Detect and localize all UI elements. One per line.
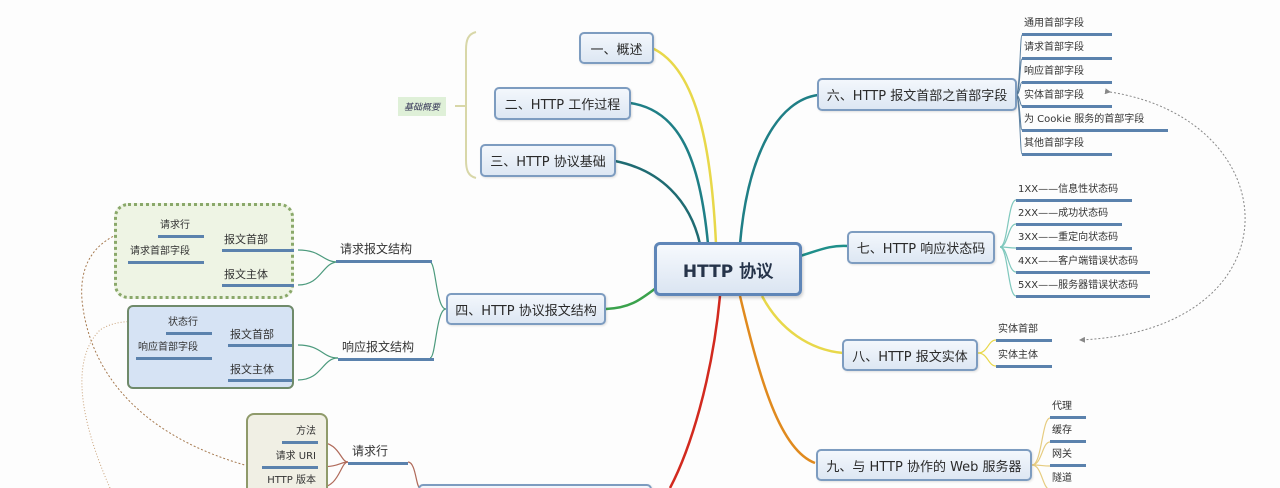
topic-message-structure[interactable]: 四、HTTP 协议报文结构 (446, 293, 606, 325)
leaf-gateway[interactable]: 网关 (1050, 448, 1086, 467)
leaf-label: 报文主体 (224, 268, 268, 281)
leaf-status-3xx[interactable]: 3XX——重定向状态码 (1016, 231, 1132, 250)
leaf-label: 请求首部字段 (1024, 42, 1084, 53)
label-text: 响应报文结构 (342, 340, 415, 354)
leaf-label: 4XX——客户端错误状态码 (1018, 256, 1139, 267)
leaf-label: 请求首部字段 (130, 246, 190, 257)
leaf-status-2xx[interactable]: 2XX——成功状态码 (1016, 207, 1122, 226)
topic-web-servers-label: 九、与 HTTP 协作的 Web 服务器 (826, 459, 1022, 475)
leaf-http-version[interactable]: HTTP 版本 (256, 474, 318, 488)
response-message-header[interactable]: 报文首部 (228, 328, 292, 347)
leaf-label: 2XX——成功状态码 (1018, 208, 1109, 219)
topic-message-entity[interactable]: 八、HTTP 报文实体 (842, 339, 978, 371)
leaf-entity-body-part[interactable]: 实体主体 (996, 349, 1052, 368)
leaf-entity-header-part[interactable]: 实体首部 (996, 323, 1052, 342)
leaf-label: 状态行 (168, 317, 198, 328)
leaf-method[interactable]: 方法 (282, 425, 318, 444)
topic-overview[interactable]: 一、概述 (579, 32, 654, 64)
leaf-label: 1XX——信息性状态码 (1018, 184, 1119, 195)
label-text: 请求行 (352, 444, 389, 458)
leaf-label: 报文首部 (230, 328, 274, 341)
leaf-label: 通用首部字段 (1024, 18, 1084, 29)
leaf-label: 网关 (1052, 449, 1072, 460)
topic-overview-label: 一、概述 (590, 42, 643, 58)
request-header-fields-part[interactable]: 请求首部字段 (128, 245, 204, 264)
request-message-header[interactable]: 报文首部 (222, 233, 294, 252)
leaf-label: 3XX——重定向状态码 (1018, 232, 1119, 243)
leaf-cache[interactable]: 缓存 (1050, 424, 1086, 443)
topic-status-codes[interactable]: 七、HTTP 响应状态码 (847, 231, 995, 264)
topic-protocol-basics-label: 三、HTTP 协议基础 (490, 155, 606, 170)
leaf-cookie-header[interactable]: 为 Cookie 服务的首部字段 (1022, 113, 1168, 132)
request-header-boundary (114, 203, 294, 299)
leaf-response-header[interactable]: 响应首部字段 (1022, 65, 1112, 84)
leaf-label: 实体首部 (998, 324, 1038, 335)
leaf-tunnel[interactable]: 隧道 (1050, 472, 1086, 488)
leaf-general-header[interactable]: 通用首部字段 (1022, 17, 1112, 36)
response-message-body[interactable]: 报文主体 (228, 363, 292, 382)
label-text: 请求报文结构 (340, 242, 413, 256)
leaf-label: 实体首部字段 (1024, 90, 1084, 101)
leaf-status-5xx[interactable]: 5XX——服务器错误状态码 (1016, 279, 1150, 298)
leaf-status-4xx[interactable]: 4XX——客户端错误状态码 (1016, 255, 1150, 274)
leaf-label: 请求 URI (275, 451, 316, 462)
request-line-label[interactable]: 请求行 (348, 442, 408, 465)
topic-header-fields-label: 六、HTTP 报文首部之首部字段 (826, 89, 1008, 104)
leaf-other-header[interactable]: 其他首部字段 (1022, 137, 1112, 156)
root-node[interactable]: HTTP 协议 (654, 242, 802, 296)
summary-label: 基础概要 (404, 103, 441, 113)
topic-header-fields[interactable]: 六、HTTP 报文首部之首部字段 (817, 78, 1017, 111)
status-line-part[interactable]: 状态行 (166, 316, 212, 335)
response-header-boundary (127, 305, 294, 389)
request-message-body[interactable]: 报文主体 (222, 268, 294, 287)
leaf-status-1xx[interactable]: 1XX——信息性状态码 (1016, 183, 1132, 202)
leaf-label: 实体主体 (998, 350, 1038, 361)
request-line-boundary (246, 413, 328, 488)
summary-tag[interactable]: 基础概要 (398, 97, 447, 116)
topic-work-process[interactable]: 二、HTTP 工作过程 (494, 87, 631, 120)
topic-partial-bottom[interactable] (418, 484, 652, 488)
leaf-label: 响应首部字段 (1024, 66, 1084, 77)
topic-work-process-label: 二、HTTP 工作过程 (504, 98, 621, 113)
response-structure-label[interactable]: 响应报文结构 (338, 338, 434, 361)
leaf-label: 报文首部 (224, 233, 268, 246)
topic-message-entity-label: 八、HTTP 报文实体 (852, 349, 968, 365)
topic-message-structure-label: 四、HTTP 协议报文结构 (455, 303, 597, 319)
leaf-label: 响应首部字段 (138, 342, 198, 353)
request-line-part[interactable]: 请求行 (158, 219, 204, 238)
leaf-request-uri[interactable]: 请求 URI (262, 450, 318, 469)
leaf-label: 请求行 (160, 220, 190, 231)
response-header-fields-part[interactable]: 响应首部字段 (136, 341, 212, 360)
leaf-request-header[interactable]: 请求首部字段 (1022, 41, 1112, 60)
leaf-label: 隧道 (1052, 473, 1072, 484)
leaf-label: 代理 (1052, 401, 1072, 412)
leaf-label: 方法 (296, 426, 316, 437)
leaf-proxy[interactable]: 代理 (1050, 400, 1086, 419)
leaf-label: 其他首部字段 (1024, 138, 1084, 149)
leaf-label: 报文主体 (230, 363, 274, 376)
topic-status-codes-label: 七、HTTP 响应状态码 (856, 242, 986, 257)
leaf-label: HTTP 版本 (267, 475, 316, 486)
leaf-entity-header[interactable]: 实体首部字段 (1022, 89, 1112, 108)
topic-protocol-basics[interactable]: 三、HTTP 协议基础 (480, 144, 616, 177)
leaf-label: 5XX——服务器错误状态码 (1018, 280, 1139, 291)
leaf-label: 缓存 (1052, 425, 1072, 436)
request-structure-label[interactable]: 请求报文结构 (336, 240, 432, 263)
leaf-label: 为 Cookie 服务的首部字段 (1024, 114, 1145, 125)
topic-web-servers[interactable]: 九、与 HTTP 协作的 Web 服务器 (816, 449, 1032, 481)
root-label: HTTP 协议 (682, 261, 774, 282)
